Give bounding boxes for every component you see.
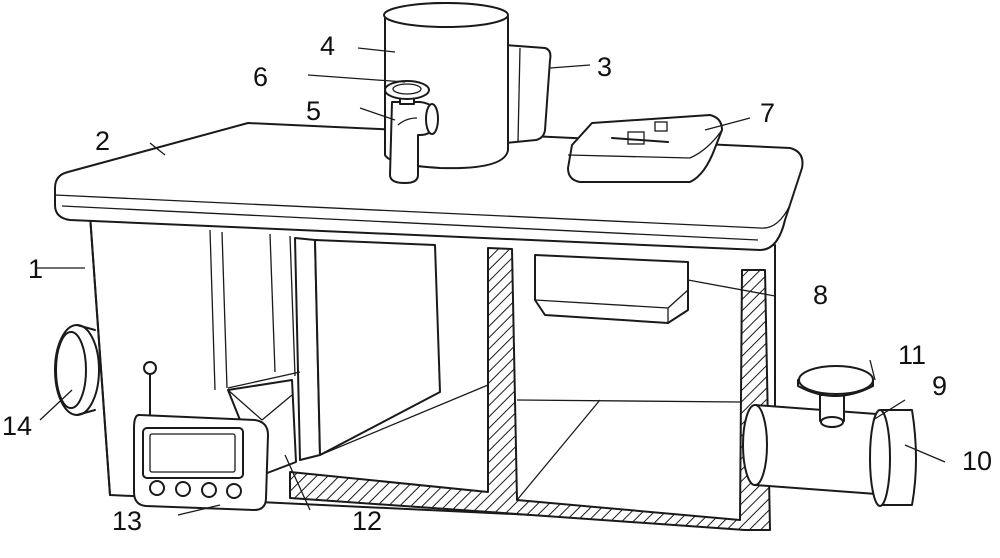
sensor-14 [55,325,99,415]
label-2: 2 [95,126,110,156]
filter-box [535,255,688,323]
label-3: 3 [597,52,612,82]
label-8: 8 [813,280,828,310]
label-7: 7 [760,98,775,128]
junction-box [505,45,550,143]
label-6: 6 [253,62,268,92]
label-4: 4 [320,31,335,61]
label-1: 1 [28,254,43,284]
label-5: 5 [306,96,321,126]
label-14: 14 [2,411,32,441]
label-11: 11 [898,340,926,370]
label-12: 12 [352,506,382,536]
label-9: 9 [932,371,947,401]
label-10: 10 [962,446,992,476]
label-13: 13 [112,506,142,536]
control-panel-7 [568,115,722,182]
